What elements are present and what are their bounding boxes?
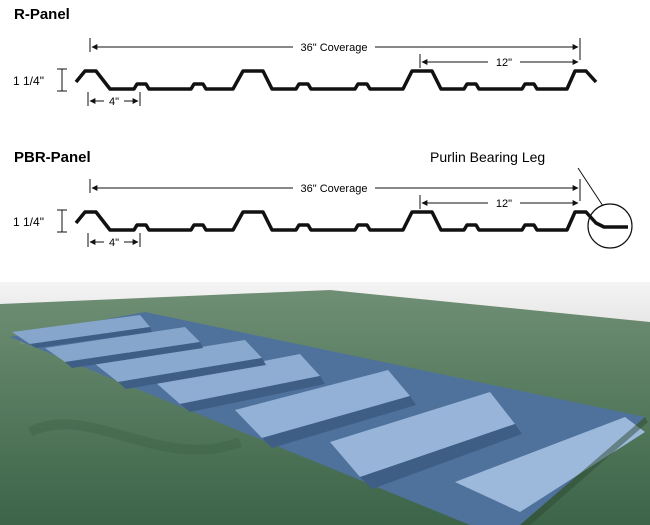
purlin-bearing-leg-label: Purlin Bearing Leg (430, 149, 545, 165)
panel-rib-7 (455, 417, 645, 512)
r-coverage-label: 36" Coverage (301, 42, 368, 54)
r-panel-title: R-Panel (14, 6, 70, 23)
pbr-panel-title: PBR-Panel (14, 149, 91, 166)
rib-shadow-1 (30, 327, 152, 348)
panel-rib-2 (45, 327, 200, 362)
r-height-label: 1 1/4" (13, 74, 44, 88)
panel-photo-illustration (0, 282, 650, 525)
panel-profile-diagram: R-Panel 36" Coverage 12" 1 1/4" 4" PBR-P… (13, 6, 633, 249)
purlin-callout-leader (577, 167, 604, 207)
pbr-height-label: 1 1/4" (13, 215, 44, 229)
r-panel-group: R-Panel 36" Coverage 12" 1 1/4" 4" (13, 6, 598, 108)
rib-shadow-6 (360, 424, 522, 489)
metal-panel-photo (0, 282, 650, 525)
rib-shadow-4 (180, 376, 325, 412)
panel-rib-5 (235, 370, 410, 438)
r-rib-spacing-label: 12" (496, 57, 512, 69)
pbr-coverage-label: 36" Coverage (301, 183, 368, 195)
r-panel-profile (74, 69, 598, 91)
profile-drawing: R-Panel 36" Coverage 12" 1 1/4" 4" PBR-P… (13, 6, 633, 249)
rib-shadow-3 (118, 358, 266, 389)
purlin-callout-circle (587, 203, 633, 249)
rib-shadow-5 (262, 396, 416, 448)
panel-rib-6 (330, 392, 515, 477)
pbr-panel-profile (74, 210, 628, 232)
floor-shadow (27, 419, 242, 455)
r-minor-spacing-label: 4" (109, 96, 119, 108)
panel-rib-1 (12, 315, 150, 344)
panel-rib-3 (95, 340, 262, 382)
pbr-rib-spacing-label: 12" (496, 198, 512, 210)
panel-rib-4 (155, 354, 320, 404)
pbr-panel-group: PBR-Panel Purlin Bearing Leg 36" Coverag… (13, 149, 633, 249)
pbr-minor-spacing-label: 4" (109, 237, 119, 249)
rib-shadow-2 (65, 342, 203, 368)
